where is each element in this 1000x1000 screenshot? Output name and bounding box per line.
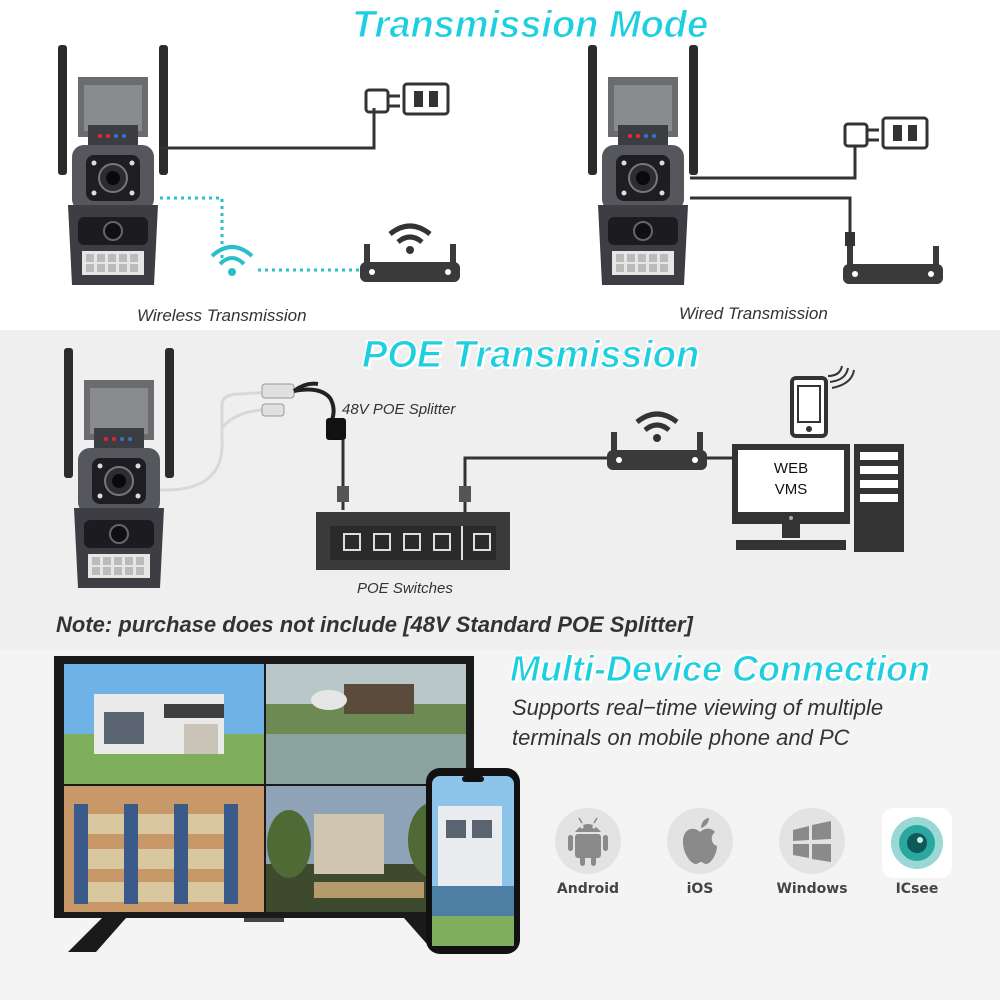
monitor-screen-text-vms: VMS (774, 481, 808, 498)
apple-icon (667, 808, 733, 874)
icsee-label: ICsee (895, 881, 939, 897)
windows-icon (779, 808, 845, 874)
multi-device-title: Multi-Device Connection (509, 648, 931, 690)
monitor-screen-text-web: WEB (773, 460, 809, 477)
ios-label: iOS (686, 881, 714, 897)
purchase-note: Note: purchase does not include [48V Sta… (56, 612, 693, 637)
multi-device-description-line1: Supports real−time viewing of multiple (512, 695, 884, 720)
windows-label: Windows (776, 881, 848, 897)
poe-router (607, 411, 707, 470)
wireless-router (360, 223, 460, 282)
wired-power-adapter-icon (843, 116, 929, 150)
power-adapter-icon (364, 82, 450, 116)
tv-stand (68, 918, 464, 952)
smartphone-screen (432, 776, 514, 946)
wireless-caption: Wireless Transmission (137, 306, 307, 325)
multi-device-description-line2: terminals on mobile phone and PC (512, 725, 850, 750)
wired-diagram (690, 145, 857, 240)
poe-transmission-title: POE Transmission (361, 334, 700, 377)
poe-switches-caption: POE Switches (357, 580, 453, 597)
android-label: Android (556, 881, 620, 897)
poe-switch (316, 512, 510, 570)
wifi-signal-icon (210, 245, 254, 276)
poe-diagram (159, 381, 735, 515)
transmission-mode-title: Transmission Mode (351, 4, 709, 47)
tv-screen-feeds (64, 664, 466, 912)
icsee-app-icon (882, 808, 952, 878)
android-icon (555, 808, 621, 874)
wireless-diagram (160, 108, 376, 272)
desktop-monitor (732, 444, 850, 550)
pc-tower-icon (854, 444, 904, 552)
wired-caption: Wired Transmission (679, 304, 828, 323)
poe-splitter-caption: 48V POE Splitter (342, 401, 456, 418)
mobile-phone-icon (790, 365, 855, 438)
wired-router (843, 232, 943, 284)
